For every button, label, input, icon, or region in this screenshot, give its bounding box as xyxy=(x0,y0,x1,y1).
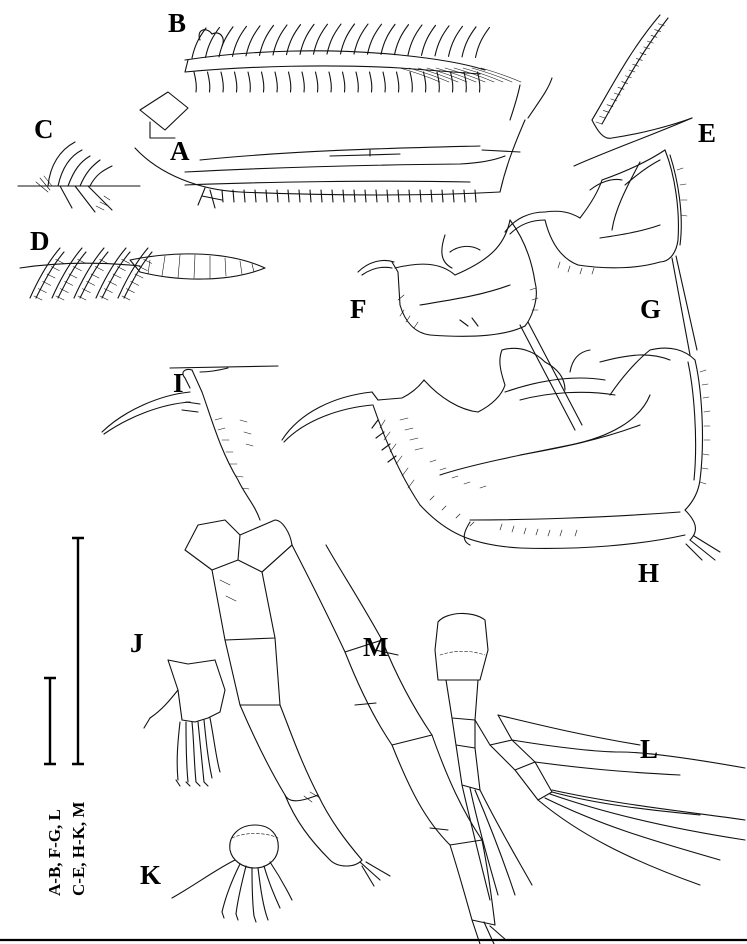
panel-label-l: L xyxy=(640,734,658,764)
drawing-c xyxy=(17,141,141,213)
drawing-m xyxy=(184,519,507,944)
drawing-a xyxy=(134,77,553,209)
panel-label-e: E xyxy=(698,118,716,148)
panel-label-c: C xyxy=(34,114,54,144)
scale-label-short: A-B, F-G, L xyxy=(45,809,64,896)
panel-label-b: B xyxy=(168,8,186,38)
panel-label-i: I xyxy=(173,368,184,398)
drawing-i xyxy=(101,365,279,521)
panel-label-k: K xyxy=(140,860,161,890)
panel-label-f: F xyxy=(350,294,367,324)
drawing-l xyxy=(434,612,746,901)
drawing-k xyxy=(171,824,293,923)
scale-bars: A-B, F-G, L C-E, H-K, M xyxy=(44,536,88,896)
panel-label-h: H xyxy=(638,558,659,588)
drawing-b xyxy=(184,23,522,93)
panel-label-m: M xyxy=(363,632,388,662)
drawing-d xyxy=(19,247,266,301)
panel-label-a: A xyxy=(170,136,190,166)
drawing-e xyxy=(573,14,693,167)
drawing-f xyxy=(357,219,583,431)
panel-label-g: G xyxy=(640,294,661,324)
panel-label-j: J xyxy=(130,628,144,658)
panel-labels: B A C D E F G I H M J K L xyxy=(30,8,716,890)
scale-label-long: C-E, H-K, M xyxy=(69,802,88,896)
drawing-g xyxy=(504,149,698,356)
panel-label-d: D xyxy=(30,226,50,256)
drawing-j xyxy=(143,659,226,787)
drawing-h xyxy=(281,347,721,561)
